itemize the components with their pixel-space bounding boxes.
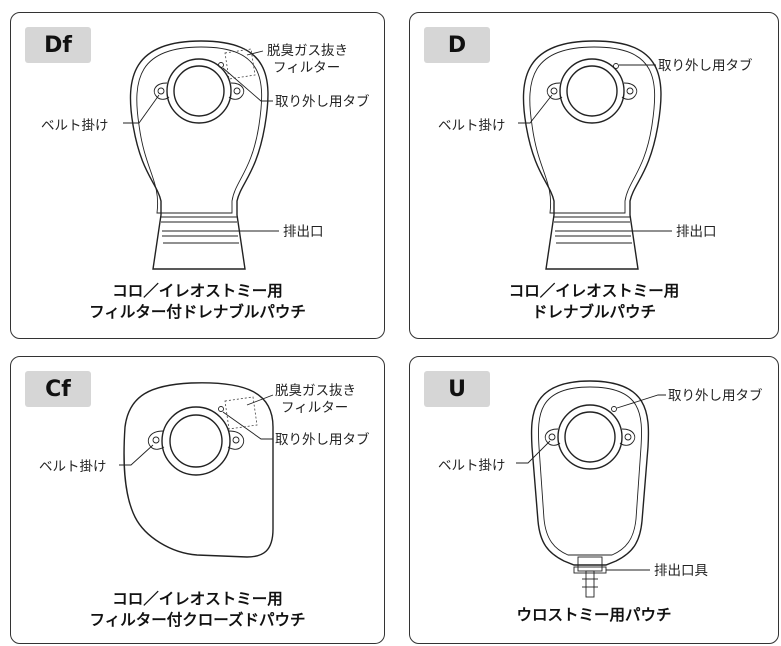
pouch-inner-outline (529, 46, 656, 214)
pouch-drawing-u: 取り外し用タブ ベルト掛け 排出口具 (438, 380, 763, 598)
pouch-outline (530, 380, 650, 566)
flange-outer (161, 406, 231, 476)
leader-filter (246, 394, 274, 406)
label-filter: フィルター (281, 400, 348, 416)
label-outlet: 排出口具 (654, 563, 708, 579)
flange-outer (557, 404, 623, 470)
label-outlet: 排出口 (283, 224, 324, 240)
leader-belt (518, 94, 553, 124)
flange-inner (564, 411, 616, 463)
caption-line: ウロストミー用パウチ (516, 606, 672, 624)
panel-cf: Cf 脱臭ガス抜き フィルター 取り外し用タブ ベルト掛け コロ／イレオストミー… (10, 356, 385, 644)
removal-tab (218, 62, 224, 68)
flange-inner (566, 65, 618, 117)
caption-line: ドレナブルパウチ (531, 303, 656, 321)
caption-line: フィルター付クローズドパウチ (89, 611, 306, 629)
filter-area (224, 48, 256, 80)
caption-line: コロ／イレオストミー用 (508, 282, 680, 300)
belt-lug-right (228, 82, 245, 100)
panel-u: U 取り外し用タブ ベルト掛け 排出口具 ウロストミー用パウチ (409, 356, 779, 644)
label-belt: ベルト掛け (41, 118, 109, 134)
outlet-valve-body (573, 566, 607, 574)
outlet-valve-body (577, 556, 603, 572)
outlet-valve-stem (585, 570, 595, 598)
leader-belt (119, 444, 154, 466)
label-outlet: 排出口 (676, 224, 717, 240)
pouch-inner-outline (136, 46, 263, 214)
belt-lug-hole (550, 87, 558, 95)
belt-lug-hole (624, 433, 632, 441)
pouch-drawing-df: 脱臭ガス抜き フィルター 取り外し用タブ ベルト掛け 排出口 (41, 40, 370, 270)
belt-lug-hole (152, 436, 160, 444)
caption-d: コロ／イレオストミー用 ドレナブルパウチ (410, 281, 778, 323)
label-belt: ベルト掛け (438, 118, 506, 134)
belt-lug-right (227, 430, 245, 450)
pouch-outline (123, 382, 274, 558)
leader-belt (516, 440, 551, 464)
pouch-inner-outline (538, 386, 642, 556)
belt-lug-right (621, 82, 638, 100)
caption-df: コロ／イレオストミー用 フィルター付ドレナブルパウチ (11, 281, 384, 323)
removal-tab (611, 406, 617, 412)
filter-area (224, 396, 258, 430)
label-tab: 取り外し用タブ (658, 57, 753, 74)
badge-df: Df (25, 27, 91, 63)
flange-outer (559, 58, 625, 124)
caption-line: フィルター付ドレナブルパウチ (89, 303, 306, 321)
leader-filter (246, 50, 264, 56)
flange-inner (169, 414, 223, 468)
leader-belt (123, 94, 160, 124)
removal-tab (218, 406, 224, 412)
flange-inner (173, 65, 225, 117)
badge-d: D (424, 27, 490, 63)
caption-cf: コロ／イレオストミー用 フィルター付クローズドパウチ (11, 589, 384, 631)
belt-lug-hole (548, 433, 556, 441)
belt-lug-hole (233, 87, 241, 95)
belt-lug-left (153, 82, 170, 100)
belt-lug-right (619, 428, 636, 446)
label-tab: 取り外し用タブ (668, 387, 763, 404)
caption-line: コロ／イレオストミー用 (112, 590, 283, 608)
belt-lug-hole (626, 87, 634, 95)
leader-tab (222, 67, 273, 102)
label-belt: ベルト掛け (438, 458, 506, 474)
removal-tab (613, 63, 619, 69)
caption-line: コロ／イレオストミー用 (112, 282, 283, 300)
badge-cf: Cf (25, 371, 91, 407)
label-filter: フィルター (273, 60, 340, 76)
flange-outer (166, 58, 232, 124)
panel-d: D 取り外し用タブ ベルト掛け 排出口 コロ／イレオストミー用 ドレナブルパウチ (409, 12, 779, 339)
pouch-drawing-d: 取り外し用タブ ベルト掛け 排出口 (438, 40, 753, 270)
label-filter: 脱臭ガス抜き (267, 43, 348, 59)
caption-u: ウロストミー用パウチ (410, 605, 778, 626)
panel-df: Df 脱臭ガス抜き フィルター 取り外し用タブ ベルト掛け 排出口 コロ／ (10, 12, 385, 339)
belt-lug-hole (157, 87, 165, 95)
label-belt: ベルト掛け (39, 459, 107, 475)
label-tab: 取り外し用タブ (275, 93, 370, 110)
belt-lug-hole (232, 436, 240, 444)
badge-u: U (424, 371, 490, 407)
label-filter: 脱臭ガス抜き (275, 383, 356, 399)
leader-tab (616, 394, 666, 409)
leader-tab (222, 411, 273, 440)
pouch-outline (522, 40, 662, 270)
pouch-drawing-cf: 脱臭ガス抜き フィルター 取り外し用タブ ベルト掛け (39, 382, 370, 558)
pouch-outline (129, 40, 269, 270)
label-tab: 取り外し用タブ (275, 431, 370, 448)
